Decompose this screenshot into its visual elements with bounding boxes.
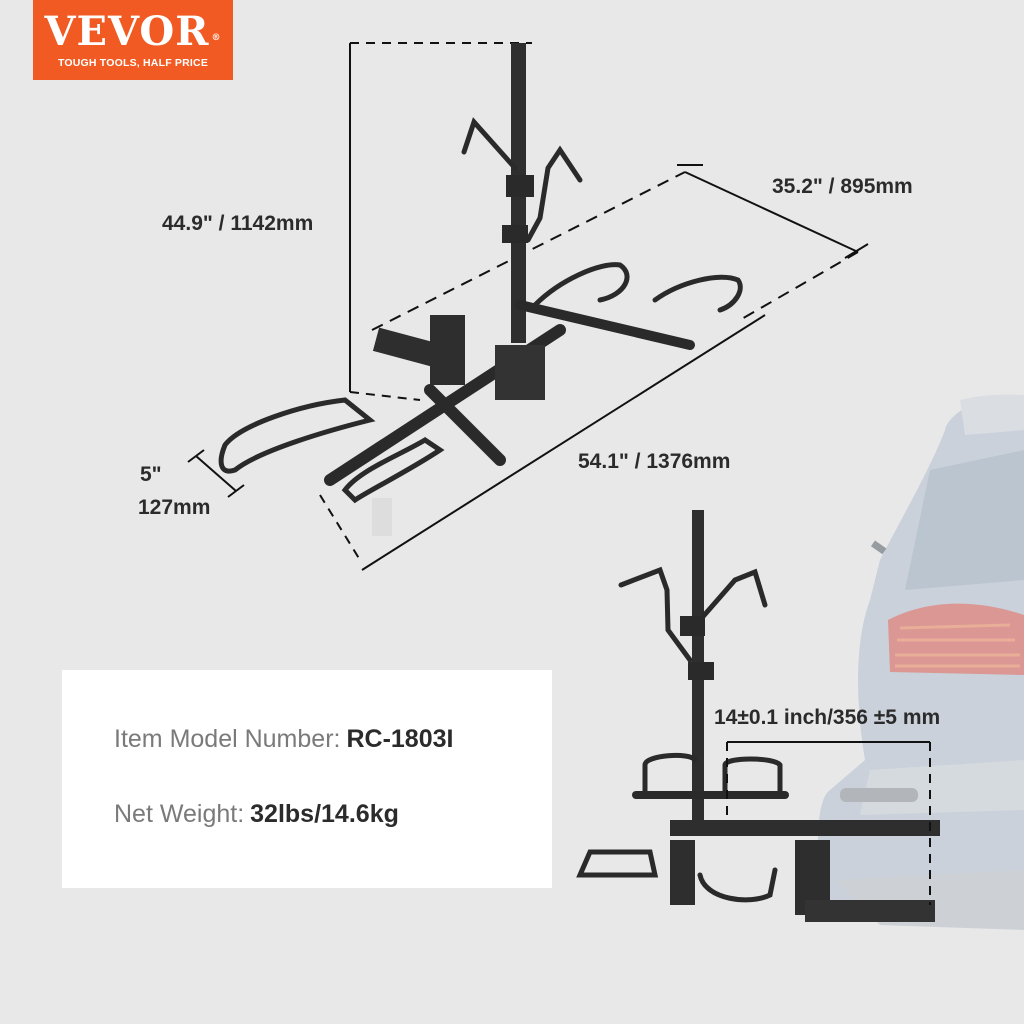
length-dimension-label: 54.1" / 1376mm — [578, 450, 731, 473]
brand-name: VEVOR — [44, 8, 210, 55]
hitch-offset-dimension-line — [726, 741, 931, 905]
rack-main — [218, 43, 743, 536]
spec-card: Item Model Number:RC-1803I Net Weight:32… — [62, 670, 552, 888]
registered-mark: ® — [211, 33, 222, 43]
hitch-offset-label: 14±0.1 inch/356 ±5 mm — [714, 706, 941, 729]
suv-image — [818, 394, 1024, 930]
brand-tagline: TOUGH TOOLS, HALF PRICE — [57, 57, 209, 69]
net-weight-label: Net Weight: — [114, 800, 245, 828]
tray-height-inch-label: 5" — [140, 463, 162, 486]
tray-height-dimension-line — [187, 449, 245, 498]
rack-installed — [576, 510, 940, 922]
tray-height-mm-label: 127mm — [138, 496, 211, 519]
model-number-row: Item Model Number:RC-1803I — [114, 725, 453, 754]
model-number-value: RC-1803I — [346, 725, 454, 753]
height-dimension-line — [349, 42, 532, 401]
height-dimension-label: 44.9" / 1142mm — [162, 212, 314, 235]
net-weight-value: 32lbs/14.6kg — [250, 800, 399, 828]
model-number-label: Item Model Number: — [114, 725, 341, 753]
vevor-logo: VEVOR® TOUGH TOOLS, HALF PRICE — [33, 0, 233, 80]
net-weight-row: Net Weight:32lbs/14.6kg — [114, 800, 399, 829]
width-dimension-line — [371, 164, 869, 331]
length-dimension-line — [319, 314, 766, 571]
width-dimension-label: 35.2" / 895mm — [772, 175, 913, 198]
